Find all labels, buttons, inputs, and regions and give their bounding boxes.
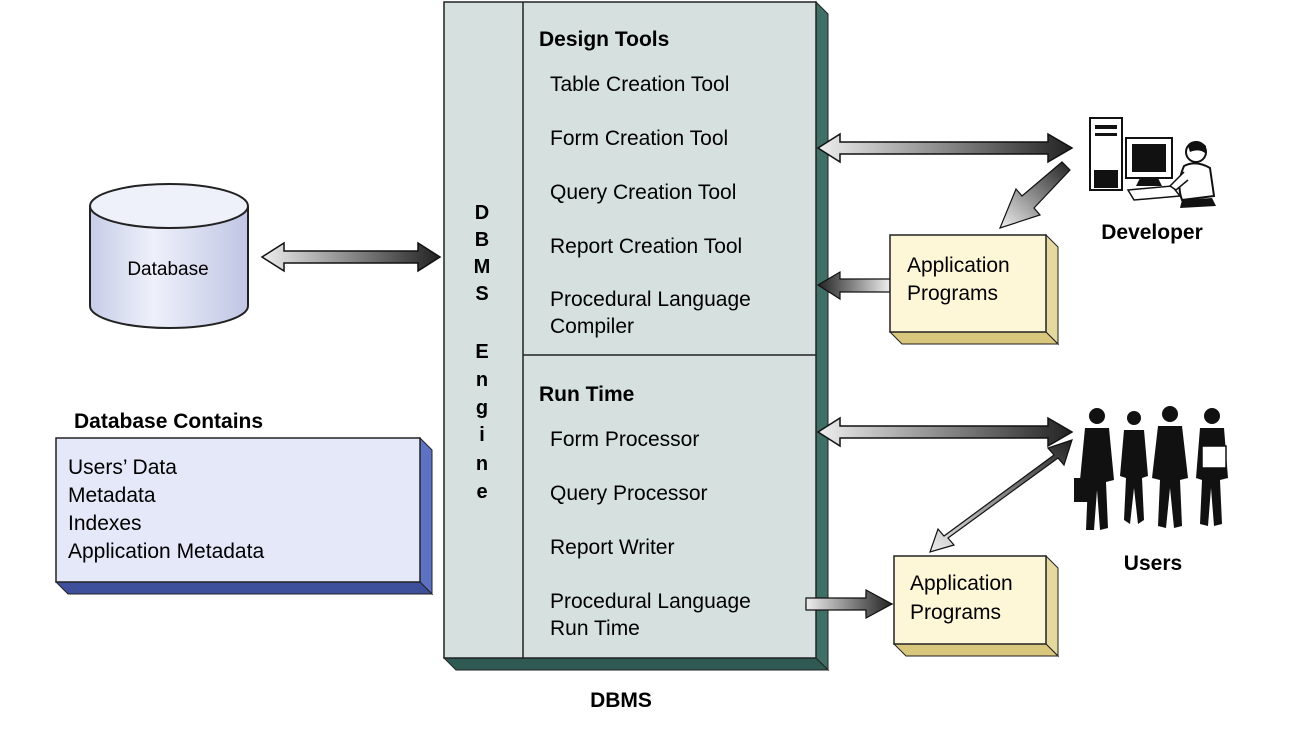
run-time-item: Run Time — [550, 617, 640, 640]
design-tool-item: Query Creation Tool — [550, 181, 736, 204]
engine-letter: n — [476, 453, 488, 475]
design-tool-item: Form Creation Tool — [550, 127, 728, 150]
app-bottom-label: Application — [910, 572, 1013, 595]
dbms-label: DBMS — [590, 689, 652, 712]
run-time-item: Report Writer — [550, 536, 674, 559]
app-bottom-label: Programs — [910, 601, 1001, 624]
run-time-title: Run Time — [539, 383, 634, 406]
design-tools-title: Design Tools — [539, 28, 669, 51]
design-tool-item: Report Creation Tool — [550, 235, 742, 258]
database-dbms-arrow — [260, 241, 442, 273]
design-tool-item: Table Creation Tool — [550, 73, 729, 96]
dbms-block — [442, 0, 830, 672]
developer-dbms-arrow — [816, 132, 1074, 164]
dbms-engine-label: D B M S E n g i n e — [474, 202, 491, 503]
contains-item: Indexes — [68, 512, 142, 535]
users-dbms-arrow — [816, 416, 1074, 448]
app-top-dbms-arrow — [816, 270, 891, 301]
engine-letter: D — [475, 202, 489, 224]
application-programs-top: Application Programs — [888, 233, 1060, 346]
contains-title: Database Contains — [74, 410, 263, 433]
run-time-item: Form Processor — [550, 428, 699, 451]
run-time-item: Query Processor — [550, 482, 708, 505]
contains-box: Users’ Data Metadata Indexes Application… — [54, 436, 434, 596]
engine-letter: S — [475, 283, 488, 305]
developer-label: Developer — [1101, 221, 1203, 244]
users-label: Users — [1124, 552, 1182, 575]
app-bottom-dbms-arrow — [805, 588, 894, 620]
developer-app-arrow — [998, 161, 1071, 229]
engine-letter: e — [476, 481, 487, 503]
database-label: Database — [127, 259, 208, 280]
users-app-arrow — [929, 439, 1073, 553]
engine-letter: i — [479, 424, 485, 446]
users-icon — [1074, 406, 1228, 530]
engine-letter: n — [476, 369, 488, 391]
contains-item: Application Metadata — [68, 540, 264, 563]
engine-letter: B — [475, 229, 489, 251]
engine-letter: M — [474, 256, 491, 278]
run-time-item: Procedural Language — [550, 590, 751, 613]
engine-letter: E — [475, 341, 488, 363]
developer-icon — [1089, 117, 1216, 208]
app-top-label: Application — [907, 254, 1010, 277]
contains-item: Users’ Data — [68, 456, 177, 479]
database-cylinder: Database — [89, 183, 249, 329]
application-programs-bottom: Application Programs — [892, 554, 1060, 658]
app-top-label: Programs — [907, 282, 998, 305]
engine-letter: g — [476, 397, 488, 419]
design-tool-item: Procedural Language — [550, 288, 751, 311]
design-tool-item: Compiler — [550, 315, 634, 338]
contains-item: Metadata — [68, 484, 156, 507]
